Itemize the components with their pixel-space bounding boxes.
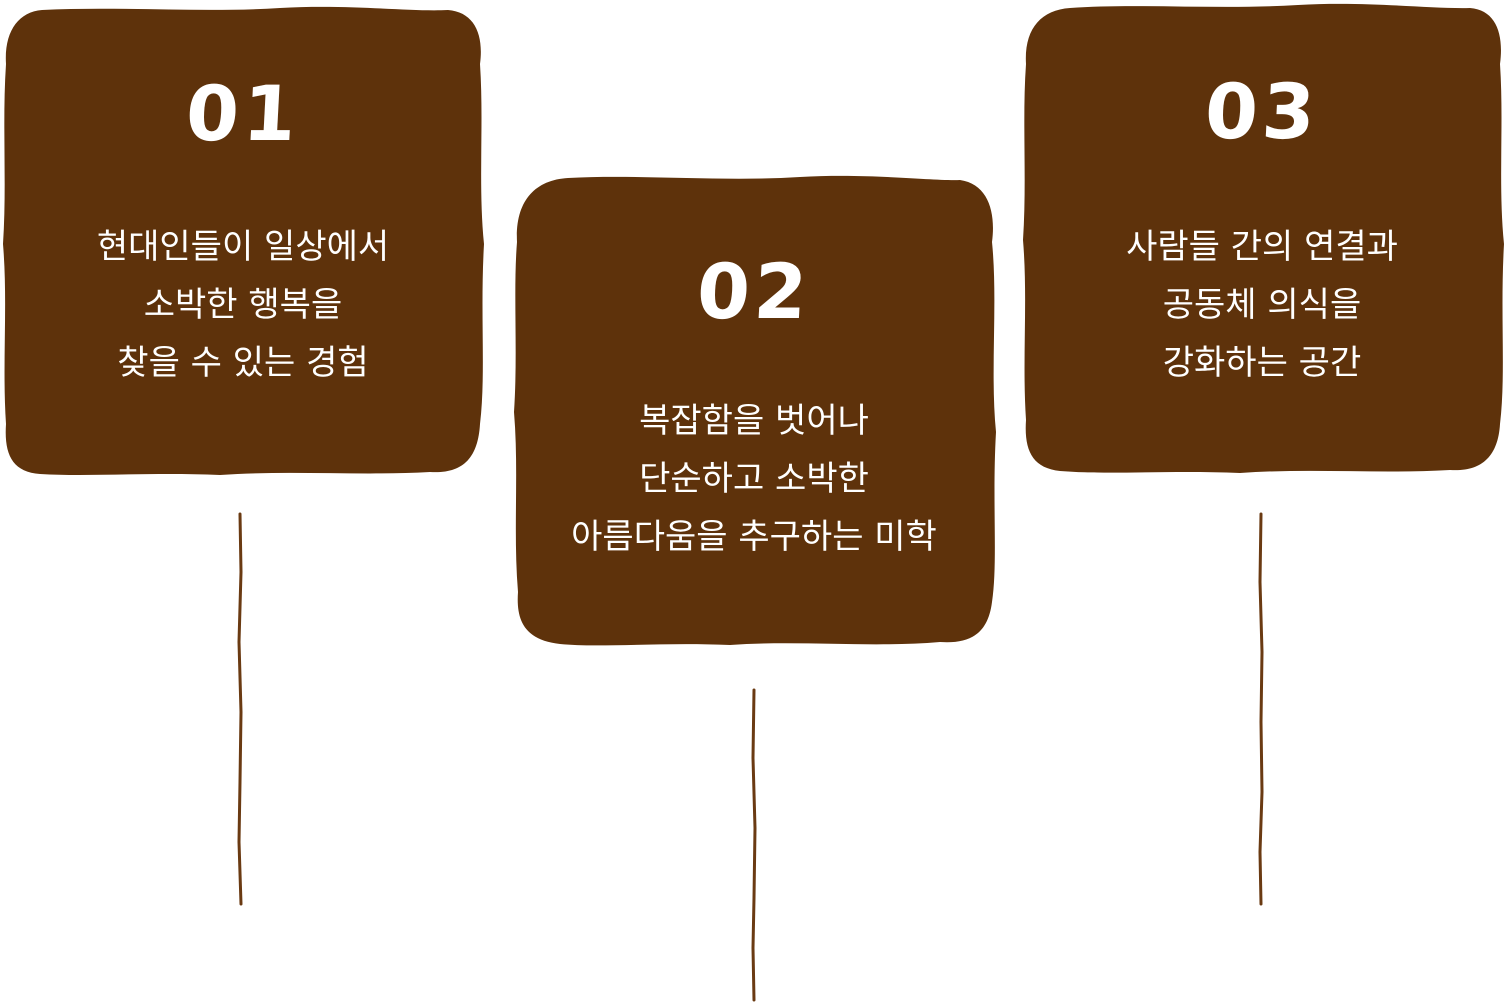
sign-line: 강화하는 공간 [1162,343,1362,383]
sign-board-shape [3,6,484,475]
sign-description: 현대인들이 일상에서 소박한 행복을 찾을 수 있는 경험 [0,218,486,392]
sign-post-3 [1258,512,1264,906]
sign-card-01: 01 현대인들이 일상에서 소박한 행복을 찾을 수 있는 경험 [0,4,486,478]
sign-description: 복잡함을 벗어나 단순하고 소박한 아름다움을 추구하는 미학 [510,392,998,566]
sign-line: 현대인들이 일상에서 [96,227,390,267]
sign-line: 복잡함을 벗어나 [639,401,869,441]
sign-post-2 [751,688,757,1002]
sign-line: 공동체 의식을 [1162,285,1362,325]
sign-number: 02 [694,247,814,336]
sign-card-03: 03 사람들 간의 연결과 공동체 의식을 강화하는 공간 [1018,0,1506,478]
sign-board-shape [514,175,996,646]
sign-line: 소박한 행복을 [143,285,343,325]
sign-line: 아름다움을 추구하는 미학 [571,517,937,557]
sign-number: 01 [183,69,303,158]
sign-line: 찾을 수 있는 경험 [117,343,369,383]
sign-card-02: 02 복잡함을 벗어나 단순하고 소박한 아름다움을 추구하는 미학 [510,172,998,650]
sign-description: 사람들 간의 연결과 공동체 의식을 강화하는 공간 [1018,218,1506,392]
sign-line: 단순하고 소박한 [639,459,869,499]
sign-board-shape [1023,3,1504,473]
sign-line: 사람들 간의 연결과 [1126,227,1398,267]
sign-number: 03 [1202,67,1322,156]
sign-post-1 [237,512,243,906]
